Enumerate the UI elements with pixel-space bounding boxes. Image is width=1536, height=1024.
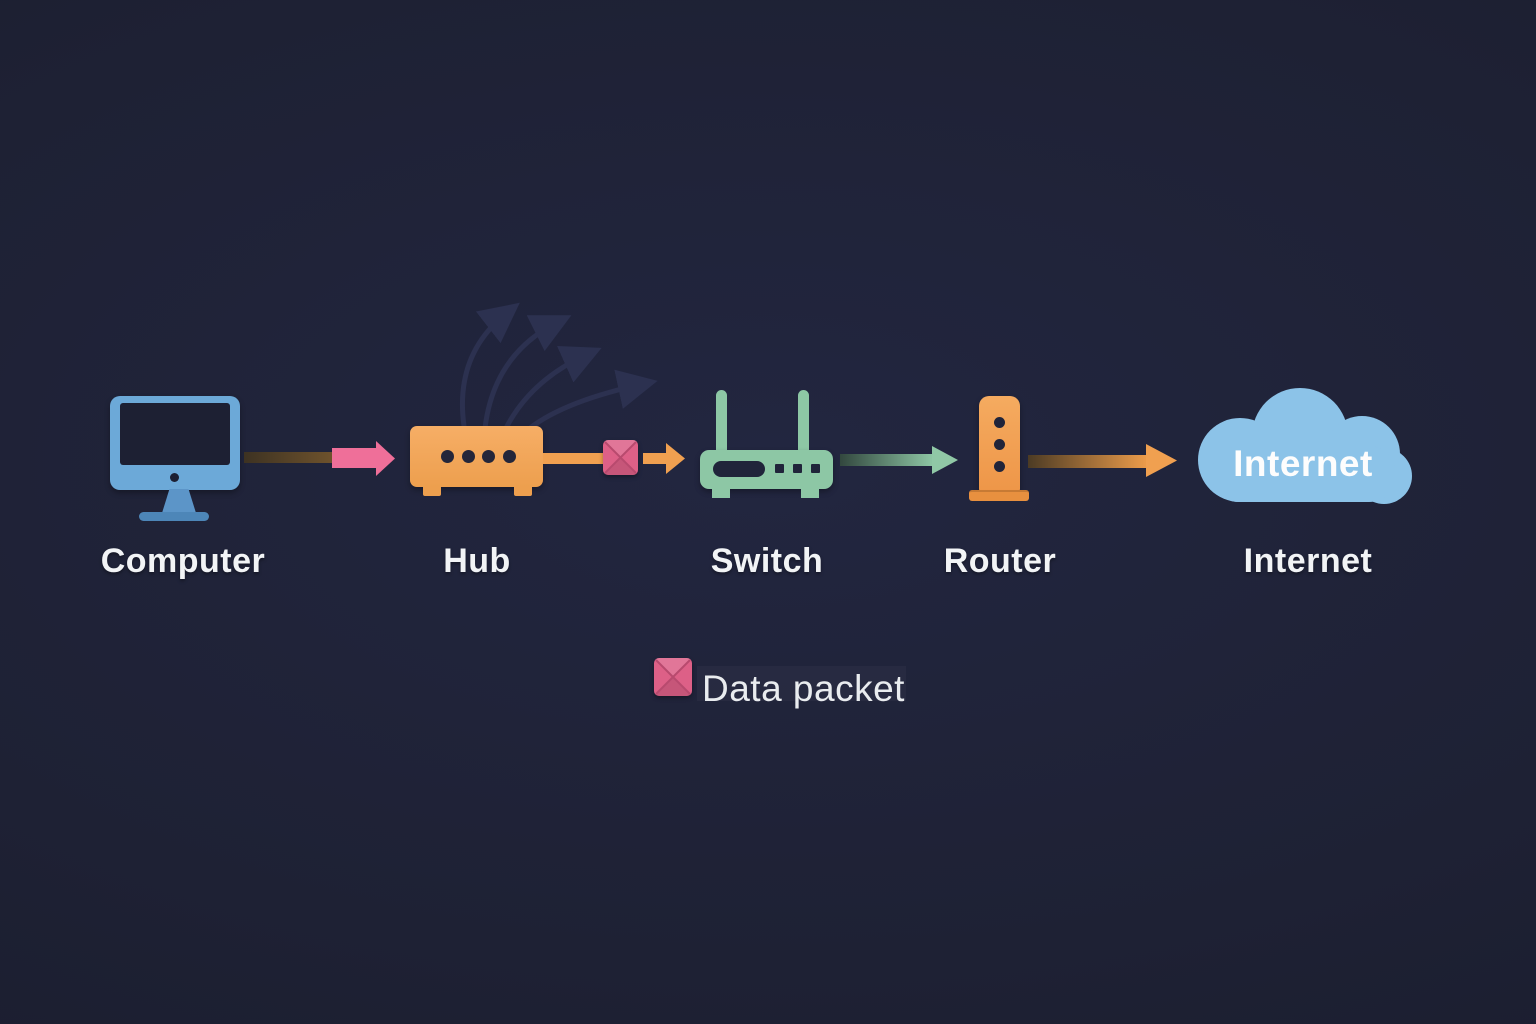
switch-slot — [713, 461, 765, 477]
hub-to-switch-arrowhead-icon — [666, 443, 685, 474]
monitor-stand-base — [139, 512, 209, 521]
router-dot — [994, 461, 1005, 472]
router-to-internet-arrow-shaft — [1028, 455, 1148, 468]
data-packet-icon — [603, 440, 638, 475]
node-label-switch: Switch — [710, 542, 824, 580]
node-label-hub: Hub — [443, 542, 511, 580]
node-label-router: Router — [943, 542, 1057, 580]
hub-broadcast-arrows-icon — [459, 302, 658, 434]
computer-to-hub-arrow-pink-shaft — [332, 448, 377, 468]
node-label-computer: Computer — [100, 542, 266, 580]
computer-to-hub-arrowhead-icon — [376, 441, 395, 476]
hub-to-switch-arrow-shaft — [543, 453, 603, 464]
switch-antenna-left — [716, 390, 727, 456]
switch-port-square — [793, 464, 802, 473]
hub-box-icon — [410, 426, 543, 487]
switch-to-router-arrow-shaft — [840, 454, 934, 466]
desktop-monitor-icon — [110, 396, 240, 490]
switch-foot — [801, 489, 819, 498]
switch-port-square — [811, 464, 820, 473]
hub-port-dot — [441, 450, 454, 463]
hub-port-dot — [503, 450, 516, 463]
switch-port-square — [775, 464, 784, 473]
switch-foot — [712, 489, 730, 498]
monitor-screen — [120, 403, 230, 465]
router-to-internet-arrowhead-icon — [1146, 444, 1177, 477]
monitor-stand-neck — [162, 489, 196, 513]
legend-label: Data packet — [702, 668, 905, 709]
hub-port-dot — [462, 450, 475, 463]
cloud-icon — [1198, 388, 1412, 504]
router-tower-icon — [979, 396, 1020, 492]
hub-port-dot — [482, 450, 495, 463]
cloud-internet-text: Internet — [1233, 443, 1373, 484]
router-dot — [994, 417, 1005, 428]
hub-foot — [514, 487, 532, 496]
hub-foot — [423, 487, 441, 496]
computer-to-hub-arrow-shaft — [244, 452, 332, 463]
wireless-switch-icon — [700, 450, 833, 489]
switch-antenna-right — [798, 390, 809, 456]
router-dot — [994, 439, 1005, 450]
node-label-internet: Internet — [1243, 542, 1373, 580]
switch-to-router-arrowhead-icon — [932, 446, 958, 474]
router-base — [969, 490, 1029, 501]
legend-data-packet-icon — [654, 658, 692, 696]
hub-to-switch-arrow-shaft2 — [643, 453, 668, 464]
monitor-dot — [170, 473, 179, 482]
